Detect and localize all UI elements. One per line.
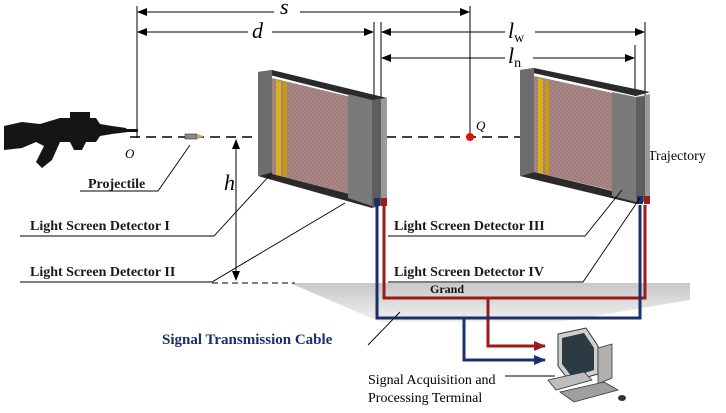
detector-box-2 xyxy=(520,68,650,204)
dimension-h-label: h xyxy=(224,170,235,195)
origin-label: O xyxy=(125,146,135,161)
rifle-icon xyxy=(4,112,138,168)
terminal-label-line2: Processing Terminal xyxy=(368,391,482,406)
projectile-icon xyxy=(184,133,204,140)
dimension-s-label: s xyxy=(280,0,289,19)
detector-4-label: Light Screen Detector IV xyxy=(394,265,544,280)
dimension-ln-label: ln xyxy=(508,43,521,71)
q-label: Q xyxy=(476,118,486,133)
cable-red-to-terminal xyxy=(486,298,546,351)
cable-label: Signal Transmission Cable xyxy=(162,332,333,348)
projectile-label: Projectile xyxy=(88,177,145,192)
dimension-lw-label: lw xyxy=(508,18,525,46)
cable-red-path xyxy=(382,205,647,300)
cable-blue-path xyxy=(375,205,642,320)
detector-box-1 xyxy=(258,70,387,208)
trajectory-label: Trajectory xyxy=(648,149,706,164)
detector-1-label: Light Screen Detector I xyxy=(30,219,170,234)
ground-plane xyxy=(290,283,690,322)
detector-3-label: Light Screen Detector III xyxy=(394,219,545,234)
terminal-label-line1: Signal Acquisition and xyxy=(368,373,496,388)
callout-lines xyxy=(20,144,641,377)
dimension-d-label: d xyxy=(252,18,264,43)
computer-terminal-icon xyxy=(547,327,626,403)
detector-2-label: Light Screen Detector II xyxy=(30,265,175,280)
point-q xyxy=(466,133,474,141)
cable-blue-to-terminal xyxy=(462,318,546,365)
ground-label: Grand xyxy=(430,282,464,296)
